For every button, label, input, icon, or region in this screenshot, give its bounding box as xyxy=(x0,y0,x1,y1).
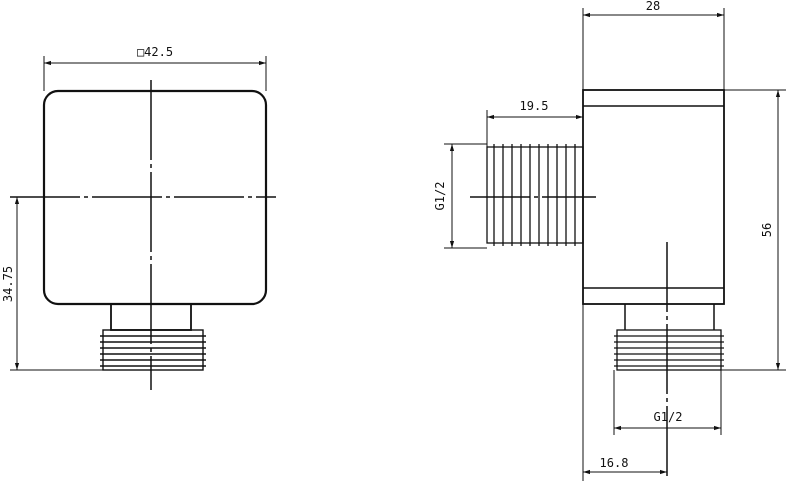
front-height-label: 34.75 xyxy=(1,266,15,302)
side-depth-label: 28 xyxy=(646,0,660,13)
front-bottom-thread xyxy=(100,329,206,371)
front-view: □42.5 34.75 xyxy=(1,45,276,390)
side-thread-length-label: 19.5 xyxy=(520,99,549,113)
front-width-label: □42.5 xyxy=(137,45,173,59)
side-thread-dia-label: G1/2 xyxy=(433,182,447,211)
side-bottom-thread xyxy=(614,329,724,371)
side-horizontal-thread xyxy=(486,144,584,246)
side-body-outline xyxy=(582,89,725,305)
side-view: 28 19.5 G1/2 56 G1/2 16.8 xyxy=(433,0,786,481)
side-offset-label: 16.8 xyxy=(600,456,629,470)
side-bottom-thread-label: G1/2 xyxy=(654,410,683,424)
side-height-label: 56 xyxy=(760,223,774,237)
